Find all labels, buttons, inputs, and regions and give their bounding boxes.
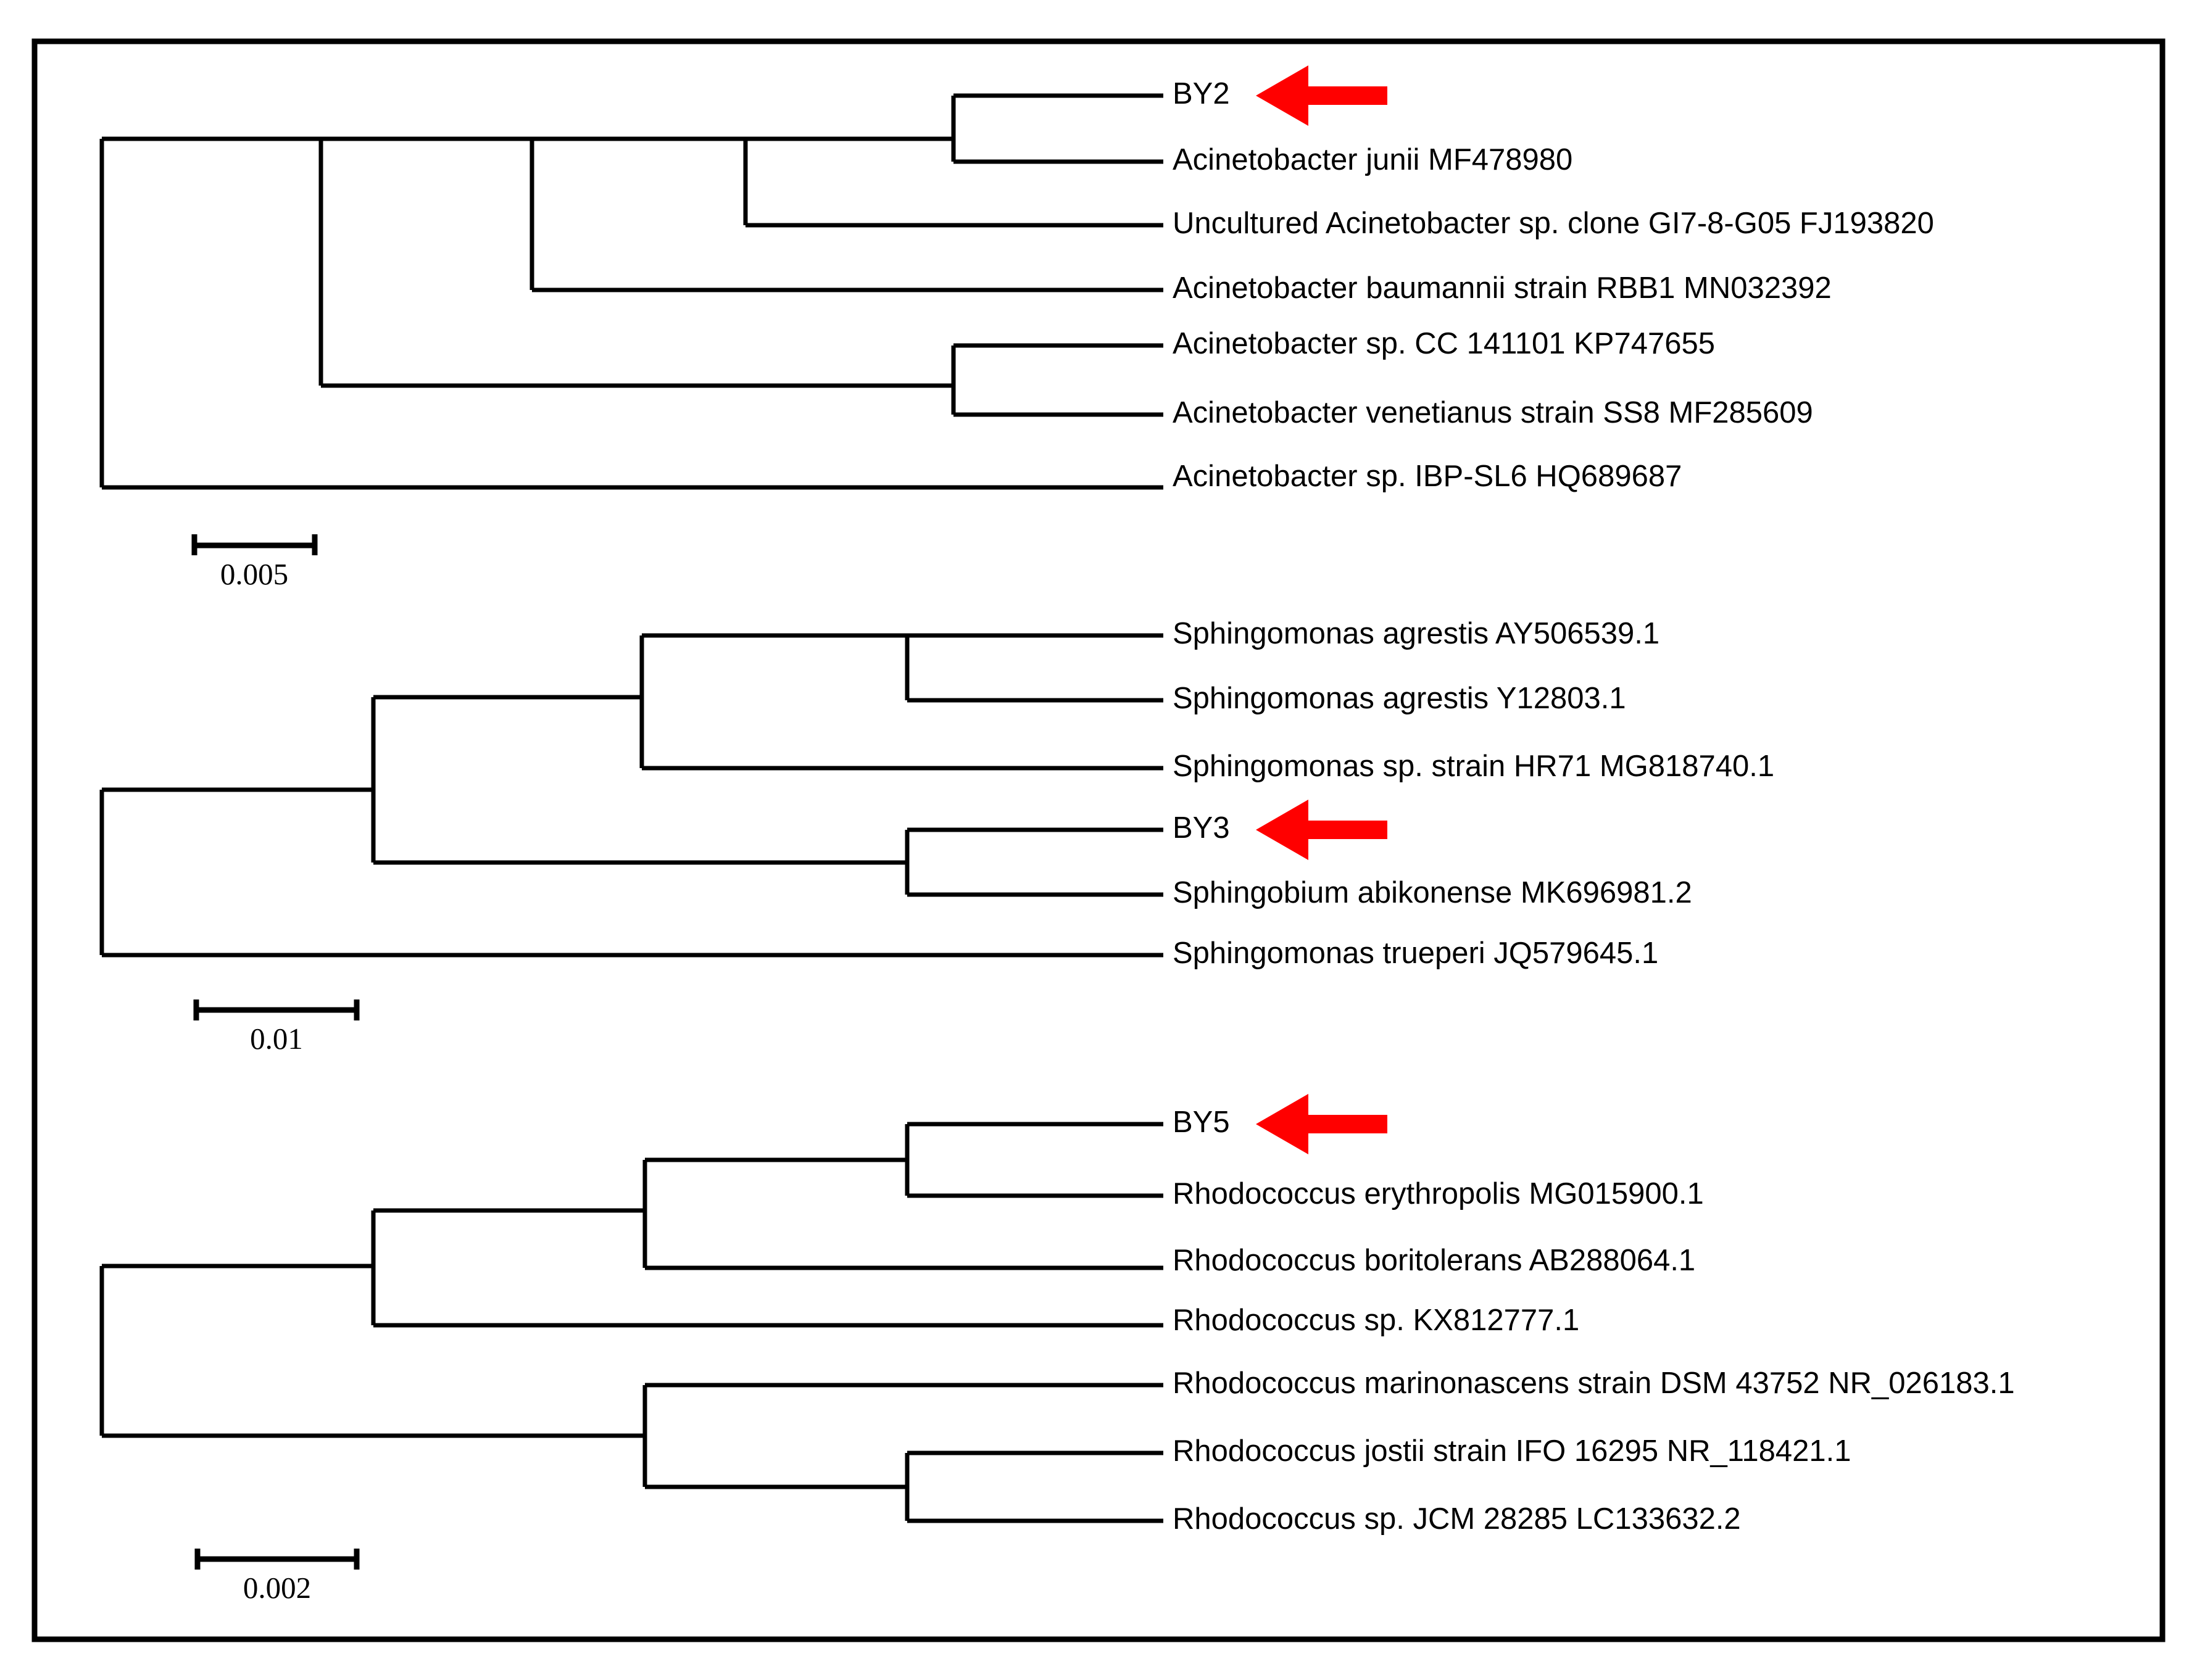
taxon-label-rhodococcus-kx812777: Rhodococcus sp. KX812777.1: [1173, 1304, 1579, 1337]
taxon-label-by5: BY5: [1173, 1106, 1230, 1139]
taxon-label-sphingomonas-agrestis-ay: Sphingomonas agrestis AY506539.1: [1173, 617, 1659, 650]
taxon-label-acinetobacter-venetianus: Acinetobacter venetianus strain SS8 MF28…: [1173, 396, 1813, 429]
arrow-by5-icon: [1256, 1094, 1387, 1154]
taxon-label-by3: BY3: [1173, 811, 1230, 845]
taxon-label-acinetobacter-cc141101: Acinetobacter sp. CC 141101 KP747655: [1173, 327, 1715, 360]
taxon-label-rhodococcus-erythropolis: Rhodococcus erythropolis MG015900.1: [1173, 1177, 1704, 1210]
taxon-label-rhodococcus-marinonascens: Rhodococcus marinonascens strain DSM 437…: [1173, 1367, 2015, 1400]
taxon-label-uncultured-acinetobacter: Uncultured Acinetobacter sp. clone GI7-8…: [1173, 207, 1934, 240]
arrow-by3-icon: [1256, 800, 1387, 860]
taxon-label-acinetobacter-junii: Acinetobacter junii MF478980: [1173, 143, 1572, 176]
taxon-label-sphingomonas-hr71: Sphingomonas sp. strain HR71 MG818740.1: [1173, 750, 1774, 783]
taxon-label-by2: BY2: [1173, 77, 1230, 110]
taxon-label-sphingomonas-agrestis-y12: Sphingomonas agrestis Y12803.1: [1173, 682, 1626, 715]
arrow-by2-icon: [1256, 65, 1387, 126]
taxon-label-acinetobacter-baumannii: Acinetobacter baumannii strain RBB1 MN03…: [1173, 271, 1832, 305]
taxon-label-sphingomonas-trueperi: Sphingomonas trueperi JQ579645.1: [1173, 937, 1658, 970]
panel-sphingomonas: Sphingomonas agrestis AY506539.1 Sphingo…: [99, 617, 1774, 1056]
taxon-label-sphingobium-abikonense: Sphingobium abikonense MK696981.2: [1173, 876, 1692, 909]
scale-bar-rhodococcus: 0.002: [194, 1549, 360, 1605]
panel-acinetobacter: BY2 Acinetobacter junii MF478980 Uncultu…: [99, 65, 1934, 591]
scale-bar-label-sphingomonas: 0.01: [250, 1022, 303, 1056]
scale-bar-label-rhodococcus: 0.002: [243, 1571, 311, 1605]
scale-bar-acinetobacter: 0.005: [191, 534, 318, 591]
panel-rhodococcus: BY5 Rhodococcus erythropolis MG015900.1 …: [99, 1094, 2015, 1605]
figure-border: [31, 38, 2166, 1642]
scale-bar-sphingomonas: 0.01: [193, 999, 360, 1056]
taxon-label-rhodococcus-jcm28285: Rhodococcus sp. JCM 28285 LC133632.2: [1173, 1502, 1741, 1536]
scale-bar-label-acinetobacter: 0.005: [220, 557, 288, 591]
taxon-label-acinetobacter-ibpsl6: Acinetobacter sp. IBP-SL6 HQ689687: [1173, 460, 1682, 493]
taxon-label-rhodococcus-boritolerans: Rhodococcus boritolerans AB288064.1: [1173, 1244, 1695, 1277]
taxon-label-rhodococcus-jostii: Rhodococcus jostii strain IFO 16295 NR_1…: [1173, 1434, 1851, 1468]
